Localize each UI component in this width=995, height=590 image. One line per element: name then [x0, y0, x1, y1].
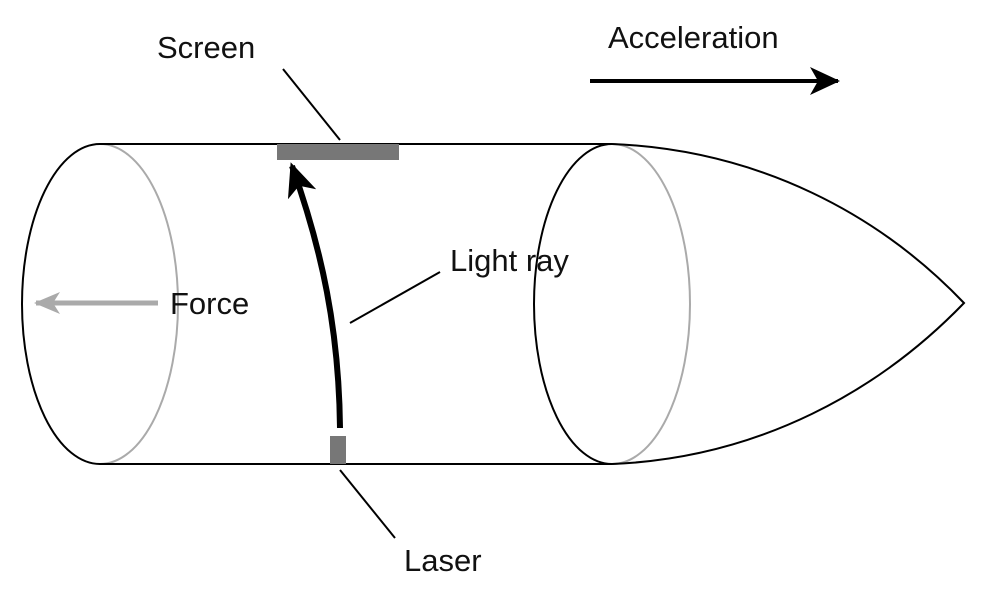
force-label: Force [170, 286, 249, 321]
left-end-back-arc [99, 143, 179, 465]
rocket-body [21, 143, 966, 465]
laser-device [330, 436, 346, 464]
light-ray-leader-line [349, 271, 441, 324]
curved-arrow-up-icon [287, 162, 343, 429]
laser-leader-line [339, 469, 396, 539]
screen-device [277, 144, 399, 160]
light-ray-label: Light ray [450, 243, 569, 278]
acceleration-label: Acceleration [608, 20, 779, 55]
laser-label: Laser [404, 543, 482, 578]
nose-cone [611, 143, 966, 465]
left-end-front-arc [21, 143, 101, 465]
screen-label: Screen [157, 30, 255, 65]
right-end-front-arc [533, 143, 613, 465]
screen-leader-line [282, 68, 341, 141]
right-end-back-arc [611, 143, 691, 465]
